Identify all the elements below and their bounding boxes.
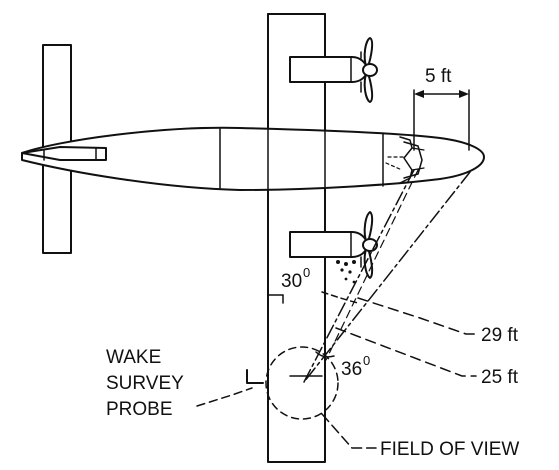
field-of-view-label: FIELD OF VIEW xyxy=(380,439,519,460)
lower-engine-nacelle xyxy=(289,231,368,258)
sight-line-outer xyxy=(303,169,415,383)
upper-propeller-blade xyxy=(363,69,374,103)
angle-arc-36 xyxy=(315,351,335,358)
angle-label-36: 36 xyxy=(341,359,362,380)
leader-25ft xyxy=(335,327,477,377)
sight-line-center xyxy=(325,169,419,361)
distance-label-25ft: 25 ft xyxy=(481,367,519,388)
upper-spinner xyxy=(362,63,378,77)
wake-survey-probe xyxy=(246,369,259,384)
sight-line-inner xyxy=(303,171,471,383)
upper-propeller-blade xyxy=(363,37,374,71)
vertical-fin xyxy=(21,146,107,161)
probe-label-line3: PROBE xyxy=(106,399,173,420)
lower-propeller-blade xyxy=(363,211,374,246)
angle-label-30: 30 xyxy=(281,271,302,292)
angle-arc-30 xyxy=(321,291,359,304)
leader-29ft xyxy=(357,297,477,335)
probe-label-line1: WAKE xyxy=(106,347,161,368)
angle-label-30-degree: 0 xyxy=(303,265,310,280)
field-of-view-circle xyxy=(265,346,339,420)
exhaust-marks xyxy=(336,260,356,284)
probe-label-line2: SURVEY xyxy=(106,373,184,394)
dimension-label-5ft: 5 ft xyxy=(425,66,452,87)
distance-label-29ft: 29 ft xyxy=(481,325,519,346)
leader-field-of-view xyxy=(321,413,377,449)
upper-engine-nacelle xyxy=(289,56,368,83)
angle-label-36-degree: 0 xyxy=(363,353,370,368)
leader-probe xyxy=(196,387,253,407)
fuselage xyxy=(21,126,485,191)
